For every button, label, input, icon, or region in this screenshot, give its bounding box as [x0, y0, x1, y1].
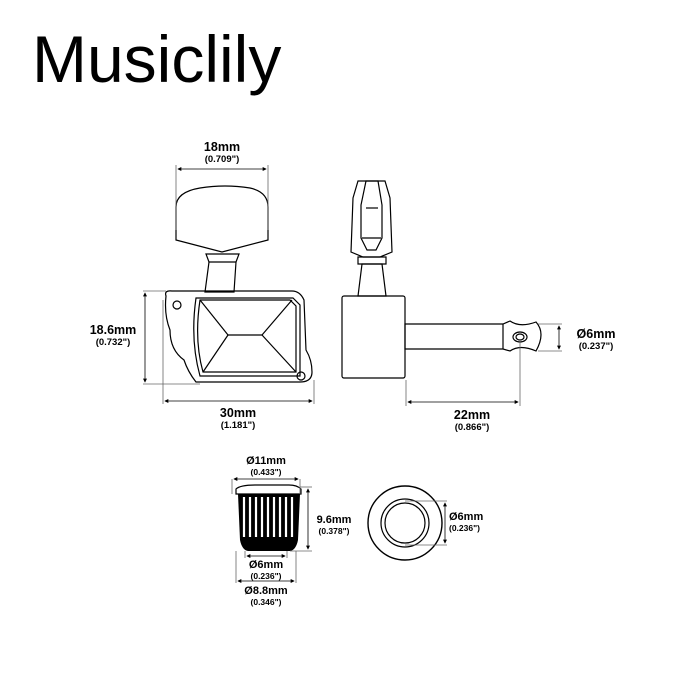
bushing-top-diameter-mm: Ø11mm [246, 455, 286, 467]
knob-width-mm: 18mm [203, 140, 241, 154]
post-diameter-label: Ø6mm (0.237") [566, 328, 626, 351]
housing-height-label: 18.6mm (0.732") [80, 324, 146, 347]
bushing-height-mm: 9.6mm [316, 514, 352, 526]
tuner-front-view [164, 185, 313, 383]
tuner-side-view [341, 180, 542, 379]
bushing-inner-diameter-inch: (0.236") [250, 571, 282, 581]
post-diameter-inch: (0.237") [578, 340, 614, 352]
bushing-hole-diameter-inch: (0.236") [449, 523, 480, 533]
post-diameter-mm: Ø6mm [576, 327, 616, 341]
housing-height-mm: 18.6mm [89, 323, 137, 337]
bushing-outer-diameter-inch: (0.346") [250, 597, 282, 607]
bushing-hole-diameter-label: Ø6mm (0.236") [449, 512, 495, 533]
knob-width-label: 18mm (0.709") [182, 141, 262, 164]
post-length-inch: (0.866") [454, 421, 490, 433]
post-length-label: 22mm (0.866") [432, 409, 512, 432]
housing-width-inch: (1.181") [220, 419, 256, 431]
bushing-inner-diameter-mm: Ø6mm [248, 559, 284, 571]
bushing-hole-diameter-mm: Ø6mm [449, 511, 484, 523]
knob-width-inch: (0.709") [204, 153, 240, 165]
bushing-top-view [367, 485, 443, 561]
post-length-mm: 22mm [453, 408, 491, 422]
housing-width-label: 30mm (1.181") [198, 407, 278, 430]
housing-height-inch: (0.732") [95, 336, 131, 348]
bushing-top-diameter-label: Ø11mm (0.433") [234, 456, 298, 477]
bushing-height-inch: (0.378") [318, 526, 350, 536]
bushing-height-label: 9.6mm (0.378") [312, 515, 356, 536]
bushing-inner-diameter-label: Ø6mm (0.236") [236, 560, 296, 581]
bushing-side-view [235, 484, 302, 551]
bushing-outer-diameter-label: Ø8.8mm (0.346") [232, 586, 300, 607]
housing-width-mm: 30mm [219, 406, 257, 420]
brand-title: Musiclily [32, 22, 282, 96]
bushing-outer-diameter-mm: Ø8.8mm [244, 585, 288, 597]
bushing-top-diameter-inch: (0.433") [250, 467, 282, 477]
